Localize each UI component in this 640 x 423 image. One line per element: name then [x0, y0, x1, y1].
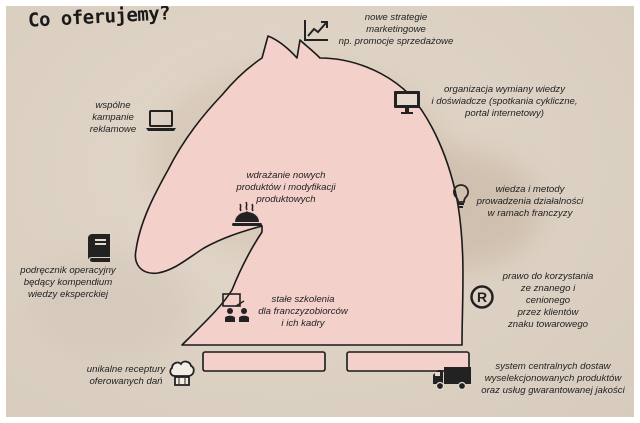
label-line: i doświadcze (spotkania cykliczne, — [431, 96, 578, 107]
knight-base-left — [202, 351, 326, 372]
chef-hat-icon — [168, 358, 196, 393]
label-line: unikalne receptury — [86, 364, 166, 375]
label-knowledge: wiedza i metody prowadzenia działalności… — [475, 184, 585, 220]
label-line: nowe strategie — [364, 12, 428, 23]
registered-icon: R — [470, 285, 494, 314]
label-line: stałe szkolenia — [271, 294, 335, 305]
label-line: przez klientów — [517, 307, 579, 318]
label-line: wyselekcjonowanych produktów — [484, 373, 622, 384]
label-line: ze znanego i cenionego — [520, 283, 576, 306]
label-campaigns: wspólne kampanie reklamowe — [78, 100, 148, 136]
training-icon — [222, 293, 252, 328]
label-recipes: unikalne receptury oferowanych dań — [80, 364, 172, 388]
serving-cloche-icon — [230, 200, 264, 233]
label-marketing: nowe strategie marketingowe np. promocje… — [336, 12, 456, 48]
label-line: organizacja wymiany wiedzy — [443, 84, 566, 95]
knight-base-right — [346, 351, 470, 372]
label-line: prawo do korzystania — [502, 271, 594, 282]
svg-text:R: R — [477, 289, 487, 305]
label-line: i ich kadry — [281, 318, 325, 329]
trend-chart-icon — [303, 18, 329, 47]
label-line: dla franczyzobiorców — [258, 306, 348, 317]
label-line: marketingowe — [366, 24, 426, 35]
label-supply: system centralnych dostaw wyselekcjonowa… — [478, 361, 628, 397]
label-trademark: prawo do korzystania ze znanego i cenion… — [498, 271, 598, 331]
label-line: w ramach franczyzy — [487, 208, 573, 219]
label-manual: podręcznik operacyjny będący kompendium … — [18, 265, 118, 301]
label-products: wdrażanie nowych produktów i modyfikacji… — [232, 170, 340, 206]
label-line: np. promocje sprzedażowe — [338, 36, 454, 47]
label-exchange: organizacja wymiany wiedzy i doświadcze … — [422, 84, 587, 120]
label-line: wiedzy eksperckiej — [28, 289, 108, 300]
label-line: wdrażanie nowych — [246, 170, 326, 181]
laptop-icon — [145, 110, 177, 137]
label-line: system centralnych dostaw — [495, 361, 611, 372]
label-line: wspólne — [95, 100, 131, 111]
label-line: znaku towarowego — [508, 319, 588, 330]
book-icon — [86, 233, 112, 268]
label-line: oferowanych dań — [89, 376, 163, 387]
label-line: produktowych — [256, 194, 316, 205]
label-training: stałe szkolenia dla franczyzobiorców i i… — [253, 294, 353, 330]
label-line: oraz usług gwarantowanej jakości — [481, 385, 625, 396]
monitor-icon — [393, 90, 421, 121]
label-line: wiedza i metody — [495, 184, 565, 195]
label-line: będący kompendium — [23, 277, 113, 288]
lightbulb-icon — [452, 183, 470, 214]
label-line: produktów i modyfikacji — [236, 182, 336, 193]
label-line: podręcznik operacyjny — [20, 265, 116, 276]
truck-icon — [432, 364, 472, 397]
label-line: kampanie — [92, 112, 134, 123]
label-line: reklamowe — [89, 124, 137, 135]
label-line: portal internetowy) — [465, 108, 544, 119]
label-line: prowadzenia działalności — [476, 196, 584, 207]
